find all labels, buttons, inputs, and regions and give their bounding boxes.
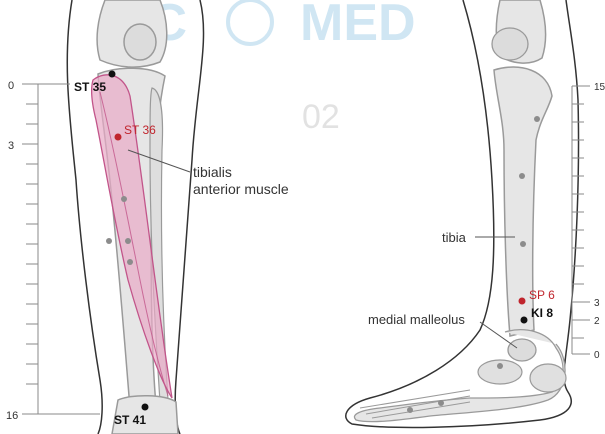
watermark-emblem-icon (228, 0, 272, 44)
left-leg: ST 35 ST 36 ST 41 tibialis anterior musc… (67, 0, 289, 434)
left-ruler (22, 84, 100, 414)
st41-label: ST 41 (114, 413, 146, 427)
marker-dot (125, 238, 131, 244)
marker-dot (520, 241, 526, 247)
right-medial-malleolus (508, 339, 536, 361)
watermark-numeral: 02 (302, 98, 340, 136)
right-scale-top: 15 (594, 82, 605, 93)
sp6-point (519, 298, 526, 305)
right-scale-bottom: 0 (594, 350, 600, 361)
right-scale-mid-a: 3 (594, 298, 600, 309)
tibialis-label-line1: tibialis (193, 164, 232, 180)
marker-dot (438, 400, 444, 406)
st41-point (142, 404, 149, 411)
right-scale-mid-b: 2 (594, 316, 600, 327)
st35-label: ST 35 (74, 80, 106, 94)
ki8-point (521, 317, 528, 324)
marker-dot (519, 173, 525, 179)
sp6-label: SP 6 (529, 288, 555, 302)
st35-point (109, 71, 116, 78)
left-scale-bottom: 16 (6, 410, 18, 422)
left-scale-mid: 3 (8, 140, 14, 152)
watermark: IC MED 02 (135, 0, 416, 136)
tibialis-label-line2: anterior muscle (193, 181, 289, 197)
left-patella (124, 24, 156, 60)
st36-label: ST 36 (124, 123, 156, 137)
ki8-label: KI 8 (531, 306, 553, 320)
st36-point (115, 134, 122, 141)
right-ruler (572, 86, 590, 354)
right-calcaneus (530, 364, 566, 392)
medial-malleolus-label: medial malleolus (368, 312, 465, 327)
marker-dot (497, 363, 503, 369)
marker-dot (127, 259, 133, 265)
right-leg-outline (346, 0, 579, 427)
watermark-right: MED (300, 0, 416, 52)
right-leg: SP 6 KI 8 tibia medial malleolus (346, 0, 579, 427)
marker-dot (534, 116, 540, 122)
marker-dot (121, 196, 127, 202)
marker-dot (407, 407, 413, 413)
right-knee-condyle (492, 28, 528, 60)
left-scale-top: 0 (8, 80, 14, 92)
marker-dot (106, 238, 112, 244)
tibia-label: tibia (442, 230, 467, 245)
